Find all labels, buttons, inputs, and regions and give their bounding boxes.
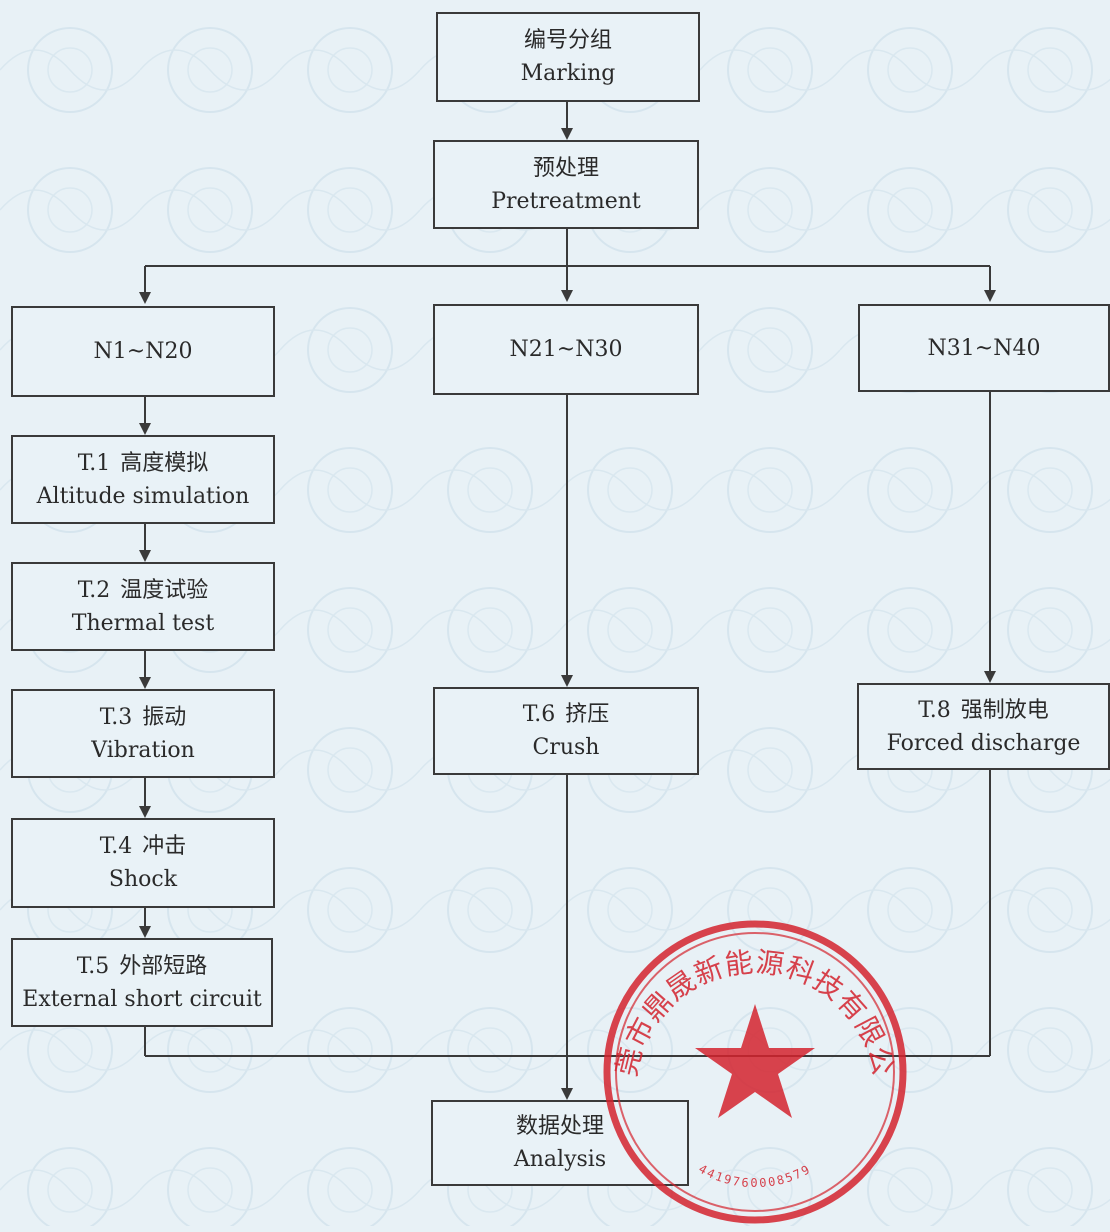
test-name-en: Thermal test bbox=[71, 610, 215, 636]
test-box-t4: T.4 冲击 Shock bbox=[11, 818, 275, 908]
group-label: N1~N20 bbox=[93, 339, 193, 364]
test-code: T.4 bbox=[99, 834, 133, 859]
test-name-zh: 外部短路 bbox=[119, 953, 208, 979]
test-name-zh: 振动 bbox=[142, 704, 187, 730]
group-label: N21~N30 bbox=[509, 337, 623, 362]
test-code: T.5 bbox=[76, 953, 110, 979]
test-code: T.2 bbox=[77, 577, 111, 603]
analysis-en: Analysis bbox=[513, 1147, 607, 1172]
test-code: T.6 bbox=[522, 702, 556, 727]
test-name-zh: 温度试验 bbox=[120, 577, 209, 603]
seal-number-path: 4419760008579 bbox=[696, 1162, 811, 1191]
test-code: T.1 bbox=[77, 450, 111, 476]
pretreatment-box: 预处理 Pretreatment bbox=[433, 140, 699, 229]
test-code: T.8 bbox=[918, 697, 951, 723]
test-name-en: Vibration bbox=[91, 737, 195, 763]
test-box-t1: T.1 高度模拟 Altitude simulation bbox=[11, 435, 275, 524]
marking-box: 编号分组 Marking bbox=[436, 12, 700, 102]
test-code: T.3 bbox=[99, 704, 133, 730]
group-box-n21-n30: N21~N30 bbox=[433, 304, 699, 395]
marking-en: Marking bbox=[520, 61, 616, 86]
test-box-t5: T.5 外部短路 External short circuit bbox=[11, 938, 273, 1027]
group-box-n31-n40: N31~N40 bbox=[858, 304, 1110, 392]
group-label: N31~N40 bbox=[927, 335, 1041, 361]
group-box-n1-n20: N1~N20 bbox=[11, 306, 275, 397]
test-box-t6: T.6 挤压 Crush bbox=[433, 687, 699, 775]
marking-zh: 编号分组 bbox=[523, 28, 612, 53]
seal-star-icon bbox=[695, 1004, 815, 1118]
test-name-en: Crush bbox=[532, 735, 600, 760]
analysis-zh: 数据处理 bbox=[515, 1114, 604, 1139]
pretreatment-en: Pretreatment bbox=[491, 188, 641, 214]
company-seal-stamp: 东莞市鼎晟新能源科技有限公司 4419760008579 bbox=[595, 912, 907, 1224]
seal-number: 4419760008579 bbox=[696, 1162, 813, 1191]
test-name-en: Altitude simulation bbox=[36, 483, 250, 509]
test-name-en: Shock bbox=[108, 867, 178, 892]
pretreatment-zh: 预处理 bbox=[532, 155, 599, 181]
seal-inner-ring bbox=[615, 932, 895, 1212]
test-name-zh: 挤压 bbox=[565, 702, 610, 727]
test-name-en: Forced discharge bbox=[886, 730, 1081, 756]
test-name-zh: 冲击 bbox=[142, 834, 187, 859]
test-name-en: External short circuit bbox=[22, 986, 262, 1012]
test-box-t3: T.3 振动 Vibration bbox=[11, 689, 275, 778]
test-name-zh: 强制放电 bbox=[960, 697, 1049, 723]
seal-outer-ring bbox=[603, 920, 907, 1224]
test-box-t8: T.8 强制放电 Forced discharge bbox=[857, 683, 1110, 770]
test-name-zh: 高度模拟 bbox=[120, 450, 209, 476]
test-box-t2: T.2 温度试验 Thermal test bbox=[11, 562, 275, 651]
